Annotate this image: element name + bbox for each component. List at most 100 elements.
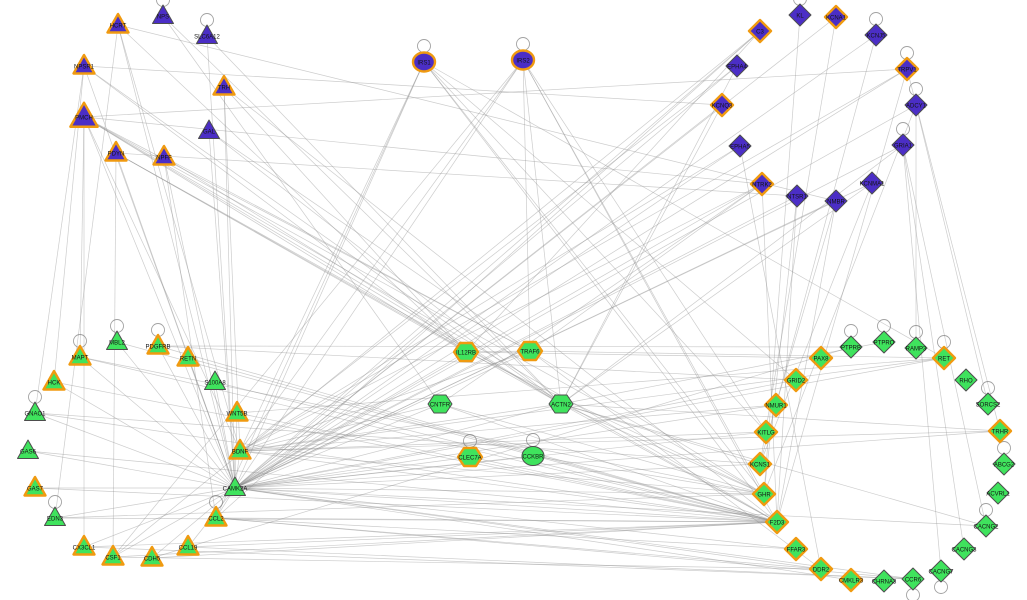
edge-GNAO1-KCNS1[interactable] [34,412,761,465]
edge-CAMK2A-S100A8[interactable] [214,381,236,489]
node-EPHA4[interactable] [725,54,749,78]
edge-GHR-KL[interactable] [763,14,801,495]
edge-BDNF-CNTFR[interactable] [239,403,441,452]
edge-IRS1-CCL2[interactable] [215,61,425,519]
edge-GRIA1-CACNG7[interactable] [902,144,942,572]
node-SORCS2[interactable] [976,392,1000,416]
node-CACNG7[interactable] [929,559,953,583]
node-CX3CL1[interactable] [72,534,96,556]
node-PTPRB[interactable] [839,335,863,359]
edge-CSF1-DDR2[interactable] [112,556,822,570]
edge-HCRT-EDN3[interactable] [54,24,119,519]
edge-TRAF6-GAL[interactable] [208,130,531,352]
edge-CAMK2A-NMUR1[interactable] [234,404,777,489]
edge-F2RL3-CX3CL1[interactable] [83,521,778,548]
edge-BDNF-NTRK2[interactable] [239,183,763,452]
edge-CAMK2A-FFAR3[interactable] [234,487,797,550]
edge-IL12RB1-PMCH[interactable] [83,116,467,353]
edge-F2RL3-CCL19[interactable] [187,521,778,548]
edge-ACTN2-KCNQ3[interactable] [560,104,723,405]
edge-ACTN2-EPHA4[interactable] [560,65,738,405]
edge-CAMK2A-MAPT[interactable] [79,356,236,489]
node-TRPV1[interactable] [894,56,920,82]
edge-PDGFRB-PTPRB[interactable] [157,345,852,348]
edge-GHR-EDN3[interactable] [54,493,765,519]
node-TRAF6[interactable] [516,340,544,362]
edge-F2RL3-GNAO1[interactable] [34,412,778,523]
edge-GHR-ACTN2[interactable] [560,403,765,495]
edge-CAMK2A-NTSR1[interactable] [234,195,798,489]
edge-CX3CL1-CCR6[interactable] [83,546,914,580]
edge-CCL2-DDR2[interactable] [215,517,822,570]
edge-GHR-ADCY1[interactable] [763,104,917,495]
node-GRID2[interactable] [783,367,809,393]
edge-F2RL3-NTSR1[interactable] [776,195,798,523]
node-IL12RB1[interactable] [452,341,480,363]
edge-ACTN2-CACNG2[interactable] [560,403,987,527]
node-MAPT[interactable] [68,344,92,366]
edge-F2RL3-IRS2[interactable] [522,59,778,523]
edge-IL12RB1-TRH[interactable] [223,86,467,353]
edge-PDYN-NTSR1[interactable] [115,152,798,197]
edge-CAMK2A-GAS6[interactable] [27,450,236,489]
node-RETN[interactable] [176,345,200,367]
edge-CAMK2A-GRID2[interactable] [234,379,797,489]
node-KCNMA1[interactable] [860,171,884,195]
edge-F2RL3-NTRK2[interactable] [761,183,778,523]
edge-CAMK2A-TRPV1[interactable] [234,68,908,489]
edge-TRAF6-IRS2[interactable] [522,59,531,352]
node-RHO[interactable] [954,368,978,392]
node-CNTFR[interactable] [427,394,453,414]
edge-CNTFR-NPS[interactable] [162,15,441,405]
edge-ACTN2-GAL[interactable] [208,130,562,405]
edge-CAMK2A-HCK[interactable] [53,381,236,489]
edge-WNT5B-RET[interactable] [236,357,945,414]
edge-CAMK2A-TRAF6[interactable] [234,350,531,489]
edge-F2RL3-CCL2[interactable] [215,517,778,523]
node-ACTN2[interactable] [548,394,574,414]
node-NMUR1[interactable] [763,392,789,418]
edge-NMBR-NMUR1[interactable] [775,200,837,406]
node-NPFF[interactable] [152,144,176,166]
edge-CAMK2A-KCNJ5[interactable] [234,34,877,489]
edge-F2RL3-MBL2[interactable] [116,341,778,523]
edge-CAMK2A-EDN3[interactable] [54,487,236,519]
edge-GHR-PMCH[interactable] [83,116,765,495]
edge-BDNF-IRS1[interactable] [239,61,425,452]
node-KCNQ3[interactable] [709,92,735,118]
node-HCK[interactable] [42,369,66,391]
node-KITLG[interactable] [753,419,779,445]
edge-NPSR1-KCNQ3[interactable] [83,65,723,106]
edge-BDNF-EPHA5[interactable] [239,145,741,452]
node-ACVRL1[interactable] [986,481,1010,505]
node-EPHA5[interactable] [728,134,752,158]
node-CACNG3[interactable] [952,537,976,561]
edge-CAMK2A-DDR2[interactable] [234,487,822,570]
edge-CAMK2A-IRS1[interactable] [234,61,425,489]
node-CMKLR1[interactable] [838,567,864,593]
edge-PDGFRB-GRID2[interactable] [157,345,797,381]
edge-F2RL3-TRPV1[interactable] [776,68,908,523]
node-CCL19[interactable] [176,534,200,556]
edge-CAMK2A-PDYN[interactable] [115,152,236,489]
edge-IL12RB1-HCRT[interactable] [117,24,467,353]
node-CHRNA3[interactable] [872,569,896,593]
node-CDH5[interactable] [140,545,164,567]
node-GAS7[interactable] [23,475,47,497]
edge-CCL19-CCR6[interactable] [187,546,914,580]
edge-F2RL3-CLEC7A[interactable] [469,456,778,523]
edge-EPHA5-DDR2[interactable] [739,145,822,570]
edge-CDH5-PTPRB[interactable] [151,346,852,559]
edge-IRS1-RET[interactable] [423,61,945,359]
edge-CAMK2A-C3[interactable] [234,30,761,489]
edge-ACTN2-TRHR[interactable] [560,403,1001,432]
node-RET[interactable] [931,345,957,371]
edge-TRPV1-TRHR[interactable] [906,68,1001,432]
edge-CAMK2A-IRS2[interactable] [234,59,524,489]
edge-CAMK2A-GHR[interactable] [234,487,765,495]
edge-F2RL3-GAS7[interactable] [34,487,778,523]
edge-TRAF6-DDR2[interactable] [529,350,822,570]
edge-F2RL3-CDH5[interactable] [151,521,778,559]
node-GAL[interactable] [198,119,220,139]
